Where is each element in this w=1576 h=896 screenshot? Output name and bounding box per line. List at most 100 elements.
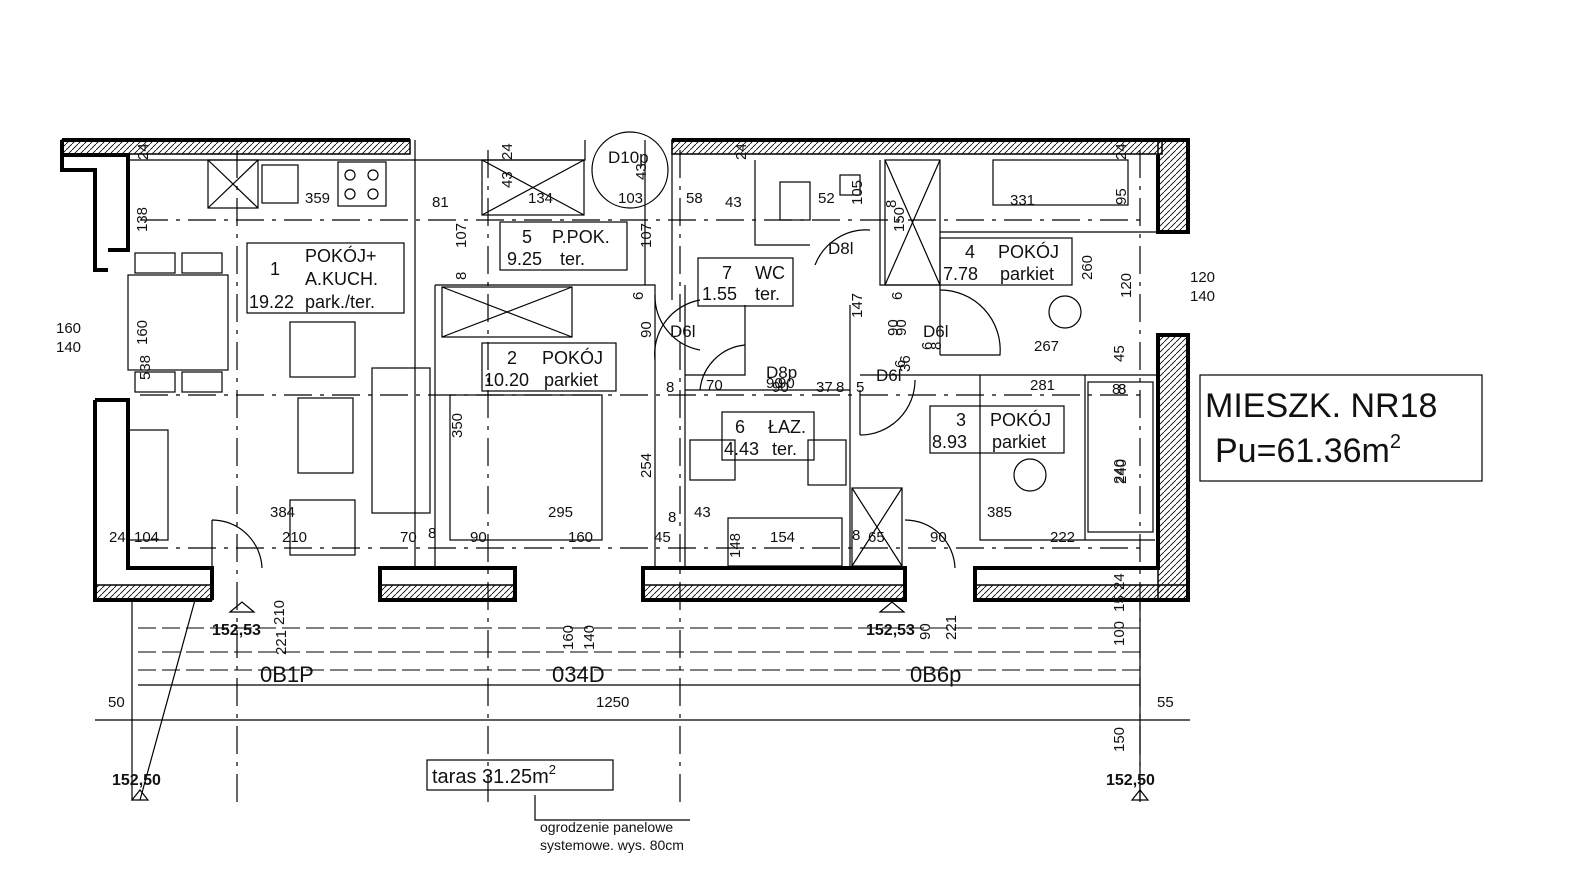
outer-walls bbox=[60, 138, 1190, 602]
dimension-label: 260 bbox=[1079, 255, 1096, 280]
room-3-no: 3 bbox=[956, 410, 966, 430]
door-label: D6l bbox=[923, 322, 949, 341]
dimension-label: 385 bbox=[987, 504, 1012, 521]
dimension-label: 240 bbox=[1111, 459, 1128, 484]
room-6-name: ŁAZ. bbox=[768, 417, 806, 437]
furniture bbox=[127, 159, 1154, 567]
room-1-floor: park./ter. bbox=[305, 292, 375, 312]
room-2-floor: parkiet bbox=[544, 370, 598, 390]
room-5-name: P.POK. bbox=[552, 227, 610, 247]
dimension-label: 6 bbox=[919, 342, 936, 350]
terrace-tiles bbox=[95, 599, 1190, 801]
room-7-floor: ter. bbox=[755, 284, 780, 304]
room-1-area: 19.22 bbox=[249, 292, 294, 312]
room-1-name: POKÓJ+ bbox=[305, 245, 377, 266]
dimension-label: 8 bbox=[428, 525, 436, 542]
dimension-label: 103 bbox=[618, 190, 643, 207]
dimension-label: 120 bbox=[1190, 269, 1215, 286]
room-labels: 1 POKÓJ+ A.KUCH. 19.22 park./ter. 5 P.PO… bbox=[246, 221, 1073, 461]
dimension-label: 90 bbox=[638, 321, 655, 338]
dimension-label: 90 bbox=[470, 529, 487, 546]
dimension-label: 45 bbox=[1111, 345, 1128, 362]
dimension-label: 384 bbox=[270, 504, 295, 521]
dimension-label: 350 bbox=[449, 413, 466, 438]
level-labels: 152,53 152,53 152,50 152,50 bbox=[112, 622, 1155, 789]
level-label: 152,50 bbox=[112, 772, 161, 789]
dimension-label: 210 bbox=[282, 529, 307, 546]
apartment-box bbox=[1199, 374, 1483, 482]
dimension-label: 105 bbox=[849, 180, 866, 205]
dimension-label: 90 bbox=[885, 319, 902, 336]
room-1-name2: A.KUCH. bbox=[305, 269, 378, 289]
door-labels: D10p D8l D6l D6l D8p D6l bbox=[608, 148, 949, 385]
room-4-name: POKÓJ bbox=[998, 241, 1059, 262]
terrace-label: taras 31.25m2 bbox=[432, 762, 556, 788]
room-2-no: 2 bbox=[507, 348, 517, 368]
dimension-label: 140 bbox=[56, 339, 81, 356]
window-label: 0B6p bbox=[910, 662, 961, 687]
dimension-label: 5 bbox=[856, 379, 864, 396]
level-markers bbox=[130, 601, 1150, 801]
dimension-label: 8 bbox=[668, 509, 676, 526]
room-4-area: 7.78 bbox=[943, 264, 978, 284]
dimension-label: 43 bbox=[694, 504, 711, 521]
room-6-area: 4.43 bbox=[724, 439, 759, 459]
fence-note-1: ogrodzenie panelowe bbox=[540, 819, 673, 835]
axis-lines bbox=[140, 150, 1141, 810]
dimension-label: 210 bbox=[271, 600, 288, 625]
terrace-box bbox=[426, 759, 614, 791]
dimension-label: 538 bbox=[137, 355, 154, 380]
dimension-label: 52 bbox=[818, 190, 835, 207]
room-5-no: 5 bbox=[522, 227, 532, 247]
dimension-label: 107 bbox=[453, 223, 470, 248]
room-1-no: 1 bbox=[270, 259, 280, 279]
dimension-label: 43 bbox=[499, 171, 516, 188]
dimension-label: 160 bbox=[134, 320, 151, 345]
dimension-label: 24 bbox=[1113, 143, 1130, 160]
dimension-label: 8 bbox=[928, 342, 945, 350]
door-swings bbox=[211, 131, 1001, 569]
dimension-label: 81 bbox=[432, 194, 449, 211]
dimension-label: 8 bbox=[1118, 381, 1126, 398]
dimension-label: 154 bbox=[770, 529, 795, 546]
room-3-name: POKÓJ bbox=[990, 409, 1051, 430]
window-labels: 0B1P 034D 0B6p bbox=[260, 662, 961, 687]
dimension-label: 222 bbox=[1050, 529, 1075, 546]
room-3-area: 8.93 bbox=[932, 432, 967, 452]
fence-note-2: systemowe. wys. 80cm bbox=[540, 837, 684, 853]
room-5-floor: ter. bbox=[560, 249, 585, 269]
room-6-floor: ter. bbox=[772, 439, 797, 459]
dimension-label: 150 bbox=[1111, 727, 1128, 752]
dimension-label: 240 bbox=[1113, 459, 1130, 484]
dimension-label: 24 bbox=[1111, 573, 1128, 590]
dimension-label: 134 bbox=[528, 190, 553, 207]
dimension-label: 107 bbox=[638, 223, 655, 248]
dimension-label: 281 bbox=[1030, 377, 1055, 394]
dimension-label: 100 bbox=[1111, 621, 1128, 646]
dimension-label: 160 bbox=[568, 529, 593, 546]
dimension-label: 90 bbox=[893, 319, 910, 336]
dimension-label: 8 bbox=[836, 379, 844, 396]
room-3-floor: parkiet bbox=[992, 432, 1046, 452]
dimension-label: 90 bbox=[917, 623, 934, 640]
dimension-label: 150 bbox=[891, 207, 908, 232]
dimension-label: 140 bbox=[581, 625, 598, 650]
dimension-label: 221 bbox=[943, 615, 960, 640]
dimension-label: 90 bbox=[778, 375, 795, 392]
dimension-label: 70 bbox=[400, 529, 417, 546]
dimension-label: 15 bbox=[1111, 595, 1128, 612]
room-7-name: WC bbox=[755, 263, 785, 283]
dimension-label: 65 bbox=[868, 529, 885, 546]
dimension-label: 160 bbox=[560, 625, 577, 650]
room-7-area: 1.55 bbox=[702, 284, 737, 304]
dimension-label: 147 bbox=[849, 293, 866, 318]
door-label: D8l bbox=[828, 239, 854, 258]
apartment-area: Pu=61.36m2 bbox=[1215, 431, 1401, 470]
apartment-title: MIESZK. NR18 bbox=[1205, 387, 1437, 425]
dimension-label: 8 bbox=[852, 527, 860, 544]
room-2-name: POKÓJ bbox=[542, 347, 603, 368]
